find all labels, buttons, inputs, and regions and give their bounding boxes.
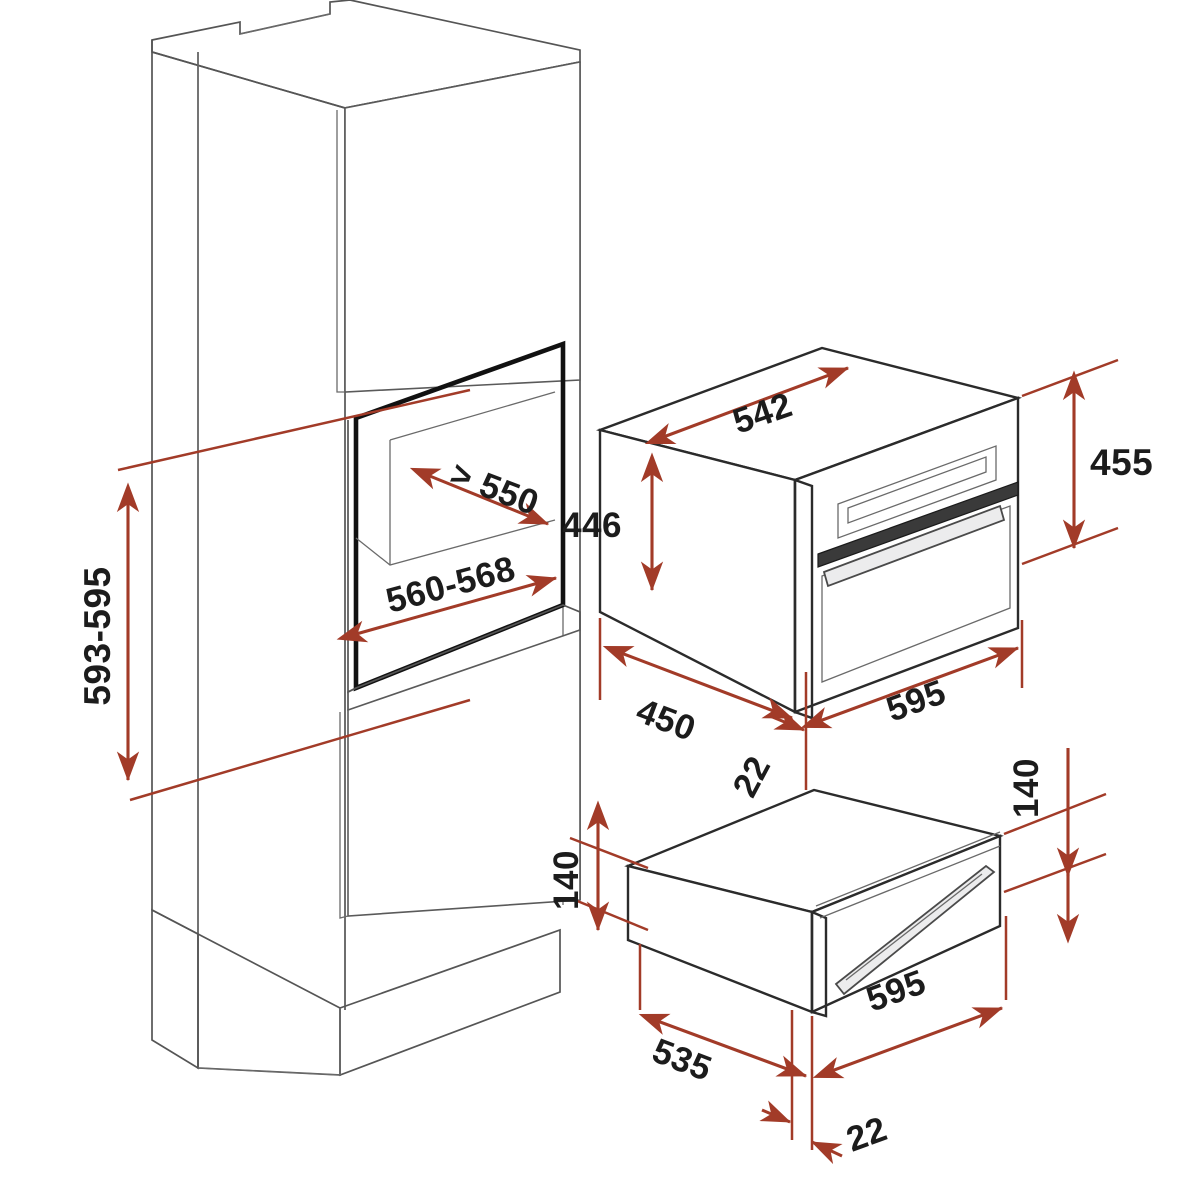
oven-left-side-face xyxy=(598,428,797,714)
cabinet-top-notch-inner xyxy=(239,13,331,35)
cabinet-left-side-panel xyxy=(151,40,199,936)
drawer-handle-slot-inner xyxy=(845,873,983,981)
cabinet-lower-door-left-thickness xyxy=(339,712,349,919)
cabinet-housing xyxy=(151,0,581,1077)
dim-label-oven-front-height: 455 xyxy=(1090,442,1153,483)
drawer-handle-slot xyxy=(834,864,996,996)
dim-label-niche-width: 560-568 xyxy=(382,549,520,621)
dim-arrow-drawer-front-width xyxy=(812,1006,1004,1079)
dim-label-oven-side-height: 446 xyxy=(562,506,622,545)
dim-arrow-niche-depth xyxy=(409,467,550,526)
ext-line-niche-height-top xyxy=(117,388,471,472)
dimension-niche-depth: > 550 xyxy=(409,454,550,526)
dim-label-niche-depth: > 550 xyxy=(445,454,544,523)
cabinet-plinth-front xyxy=(197,932,341,1076)
ext-line-niche-height-bottom xyxy=(129,698,471,802)
dimension-drawer-left-height: 140 xyxy=(547,800,649,932)
dimension-drawer-right-height: 140 xyxy=(1003,748,1107,944)
dimension-niche-width: 560-568 xyxy=(336,549,558,643)
oven-unit xyxy=(595,346,1023,720)
dim-arrow-drawer-trim-right xyxy=(810,1140,843,1165)
ext-line-drawer-right-bottom xyxy=(1003,852,1107,894)
dim-arrow-oven-trim xyxy=(769,708,806,732)
niche-back-top-edge xyxy=(389,391,556,441)
oven-door-handle xyxy=(822,504,1006,588)
dim-arrow-drawer-bottom-depth xyxy=(638,1013,808,1078)
oven-separator-band xyxy=(817,481,1019,568)
dim-arrow-oven-bottom-depth xyxy=(602,646,794,720)
dimension-niche-height: 593-595 xyxy=(77,388,471,802)
cabinet-plinth xyxy=(151,908,199,1070)
dim-label-oven-bottom-depth: 450 xyxy=(631,691,701,749)
oven-control-panel-frame xyxy=(837,445,997,539)
dim-label-drawer-trim: 22 xyxy=(841,1109,892,1159)
cabinet-upper-door-left-thickness xyxy=(336,110,345,393)
dim-label-drawer-left-height: 140 xyxy=(547,850,586,910)
drawer-front-ridge-2 xyxy=(819,845,1001,919)
cabinet-upper-door xyxy=(344,61,581,393)
cabinet-base-underside xyxy=(197,1067,341,1076)
cabinet-plinth-right xyxy=(339,928,561,1077)
dim-label-oven-trim: 22 xyxy=(725,750,778,804)
drawer-front-ridge-1 xyxy=(815,831,1001,907)
warming-drawer-unit xyxy=(624,788,1004,1018)
dim-label-niche-height: 593-595 xyxy=(77,566,118,705)
dim-arrow-drawer-trim-left xyxy=(759,1100,792,1124)
dimension-oven-side-height: 446 xyxy=(562,452,664,592)
dim-arrow-niche-width xyxy=(336,574,558,643)
cabinet-lower-door xyxy=(347,628,581,917)
dim-arrow-oven-front-width xyxy=(800,646,1020,729)
niche-bottom-shelf xyxy=(355,519,556,566)
dim-label-drawer-right-height: 140 xyxy=(1007,758,1046,818)
dim-arrow-oven-top-depth xyxy=(644,366,850,444)
ext-line-oven-front-height-top xyxy=(1021,358,1119,398)
dimension-drawer-trim: 22 xyxy=(759,1010,892,1165)
oven-control-panel-inner xyxy=(847,456,987,524)
ext-line-drawer-right-top xyxy=(1003,792,1107,836)
ext-line-oven-front-height-bottom xyxy=(1021,526,1119,566)
dim-label-oven-front-width: 595 xyxy=(881,672,951,729)
dimension-oven-front-height: 455 xyxy=(1021,358,1153,566)
